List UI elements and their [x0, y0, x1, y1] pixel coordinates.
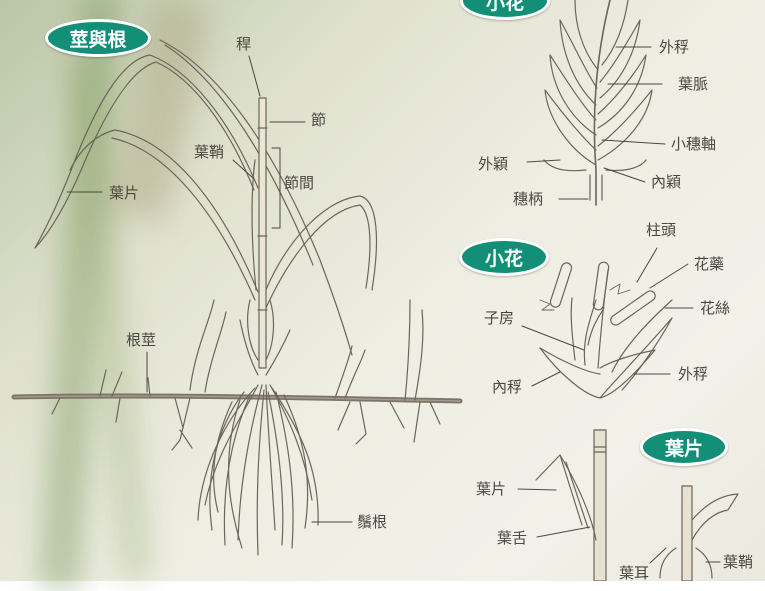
label-inner-glume: 內穎: [651, 173, 682, 191]
label-anther: 花藥: [694, 255, 725, 273]
floret-illustration: [539, 261, 673, 399]
label-leaf-blade: 葉片: [476, 480, 507, 498]
leader-lines: [66, 46, 721, 564]
section-badge-floret: 小花: [459, 238, 549, 276]
label-lemma-top: 外稃: [659, 38, 690, 56]
label-palea: 內稃: [492, 378, 523, 396]
section-badge-stem-root: 莖與根: [45, 19, 151, 57]
label-ligule: 葉舌: [497, 529, 528, 547]
label-outer-glume: 外穎: [478, 155, 509, 173]
label-filament: 花絲: [700, 299, 731, 317]
spikelet-illustration: [543, 0, 653, 206]
label-rachilla: 小穗軸: [671, 135, 717, 153]
label-blade: 葉片: [109, 184, 140, 202]
label-vein: 葉脈: [678, 75, 709, 93]
label-node: 節: [311, 111, 327, 129]
label-lemma: 外稃: [678, 365, 709, 383]
label-leaf-sheath: 葉鞘: [723, 553, 754, 571]
label-pedicel: 穗柄: [513, 190, 544, 208]
label-internode: 節間: [284, 174, 315, 192]
label-auricle: 葉耳: [619, 564, 650, 582]
label-culm: 稈: [236, 35, 252, 53]
label-rhizome: 根莖: [126, 331, 157, 349]
section-badge-leaf: 葉片: [640, 428, 728, 466]
label-sheath: 葉鞘: [194, 143, 225, 161]
stem-root-illustration: [11, 39, 463, 556]
label-stigma: 柱頭: [646, 221, 677, 239]
leaf-junction-illustration: [535, 429, 739, 581]
label-fibrous-root: 鬚根: [357, 513, 388, 531]
section-badge-spikelet: 小花: [460, 0, 550, 20]
label-ovary: 子房: [484, 309, 515, 327]
